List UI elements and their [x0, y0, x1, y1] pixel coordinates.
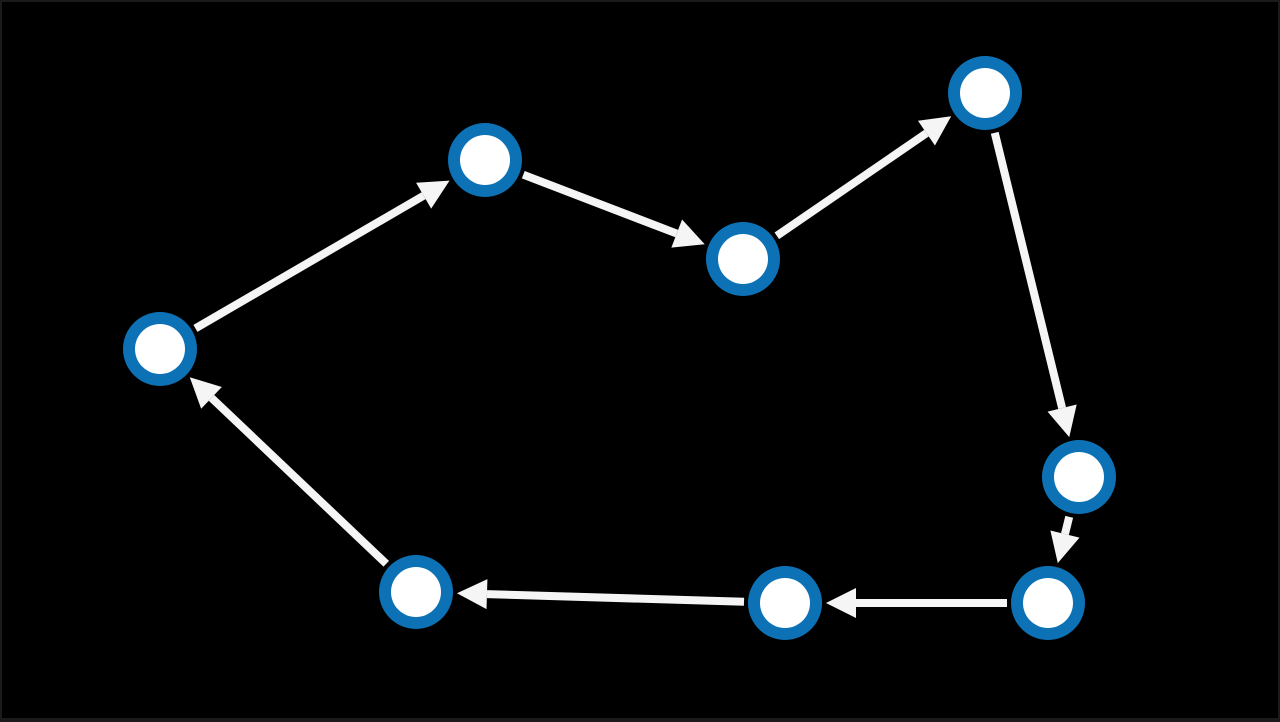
node-core[interactable]	[960, 68, 1010, 118]
node-core[interactable]	[718, 234, 768, 284]
arrowhead-icon	[1050, 530, 1080, 564]
edge-line	[521, 170, 679, 238]
node-core[interactable]	[391, 567, 441, 617]
graph-edge-e1	[193, 180, 450, 332]
graph-node-n1[interactable]	[123, 312, 197, 386]
edge-layer	[189, 116, 1080, 618]
node-core[interactable]	[460, 135, 510, 185]
arrowhead-icon	[1047, 404, 1077, 438]
node-core[interactable]	[1023, 578, 1073, 628]
graph-edge-e6	[826, 588, 1007, 618]
graph-node-n3[interactable]	[706, 222, 780, 296]
graph-node-n8[interactable]	[379, 555, 453, 629]
edge-line	[193, 192, 426, 332]
node-core[interactable]	[135, 324, 185, 374]
graph-edge-e8	[189, 377, 390, 567]
graph-node-n4[interactable]	[948, 56, 1022, 130]
edge-line	[1061, 515, 1074, 536]
arrowhead-icon	[189, 377, 222, 409]
arrowhead-icon	[826, 588, 856, 618]
graph-edge-e7	[456, 579, 745, 610]
edge-line	[208, 394, 390, 567]
graph-node-n2[interactable]	[448, 123, 522, 197]
edge-line	[990, 131, 1067, 409]
arrowhead-icon	[671, 219, 705, 248]
edge-line	[486, 590, 745, 606]
edge-line	[774, 129, 929, 240]
arrowhead-icon	[456, 579, 488, 610]
arrowhead-icon	[416, 180, 450, 209]
graph-edge-e4	[990, 131, 1077, 438]
node-core[interactable]	[760, 578, 810, 628]
graph-node-n6[interactable]	[1011, 566, 1085, 640]
graph-edge-e3	[774, 116, 952, 240]
graph-edge-e5	[1050, 515, 1080, 564]
graph-node-n5[interactable]	[1042, 440, 1116, 514]
graph-node-n7[interactable]	[748, 566, 822, 640]
node-core[interactable]	[1054, 452, 1104, 502]
graph-edge-e2	[521, 170, 705, 248]
arrowhead-icon	[917, 116, 952, 146]
node-layer	[123, 56, 1116, 640]
